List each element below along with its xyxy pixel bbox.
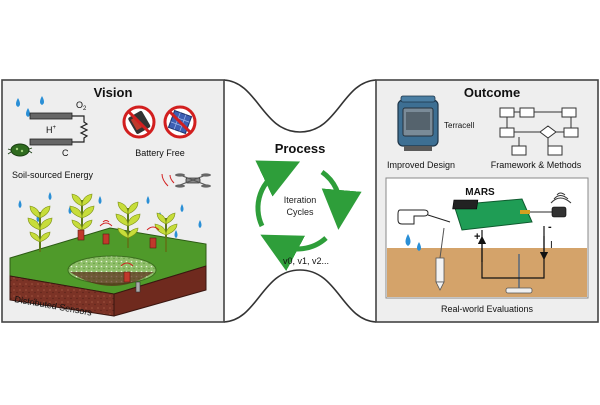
oxygen-label: O: [76, 100, 83, 110]
mars-board: [452, 198, 567, 231]
terracell-label: Terracell: [444, 121, 474, 130]
current-label: I: [550, 240, 553, 251]
no-battery-icon: [122, 105, 156, 139]
current-loop: [477, 226, 549, 279]
electrode-icon: [435, 227, 445, 291]
proton-superscript: +: [53, 125, 57, 131]
svg-text:O2: O2: [76, 100, 87, 112]
soil-block: [9, 227, 207, 317]
water-drop-icon: [16, 96, 44, 117]
wireless-icon: [550, 192, 572, 204]
soil-fuel-cell: O2 H+ C: [7, 100, 89, 158]
proton-label: H: [46, 125, 53, 135]
process-center: Process Iteration Cycles v0, v1, v2...: [255, 141, 362, 272]
oxygen-subscript: 2: [83, 106, 87, 112]
water-drop-icon: [405, 234, 421, 251]
terracell-device-icon: [397, 95, 439, 151]
electrode-plate-icon: [505, 254, 533, 294]
flowchart-icon: [499, 107, 579, 156]
battery-free-label: Battery Free: [135, 148, 185, 158]
vision-panel: Vision O2 H+ C: [1, 79, 225, 323]
vision-title: Vision: [94, 85, 133, 100]
outcome-panel: Outcome Terracell Improved Design Framew…: [375, 79, 599, 323]
framework-label: Framework & Methods: [491, 160, 582, 170]
evaluations-label: Real-world Evaluations: [441, 304, 534, 314]
versions-label: v0, v1, v2...: [283, 256, 329, 266]
drone-icon: [161, 173, 211, 188]
wireless-icon: [99, 220, 160, 267]
cycle-label-line2: Cycles: [286, 207, 314, 217]
microbe-icon: [7, 143, 33, 157]
mars-label: MARS: [465, 187, 495, 198]
resistor-icon: [72, 115, 89, 143]
hand-icon: [397, 209, 451, 225]
soil-energy-label: Soil-sourced Energy: [12, 170, 94, 180]
no-solar-icon: [163, 105, 197, 139]
improved-design-label: Improved Design: [387, 160, 455, 170]
plus-terminal-label: +: [474, 231, 480, 243]
carbon-label: C: [62, 148, 69, 158]
cycle-label-line1: Iteration: [284, 195, 317, 205]
evaluation-scene: MARS: [385, 177, 589, 299]
minus-terminal-label: -: [548, 221, 552, 233]
process-title: Process: [275, 141, 326, 156]
sensor-node-icon: [77, 229, 157, 293]
svg-text:H+: H+: [46, 125, 57, 135]
outcome-title: Outcome: [464, 85, 520, 100]
iteration-cycle-icon: [255, 160, 362, 272]
